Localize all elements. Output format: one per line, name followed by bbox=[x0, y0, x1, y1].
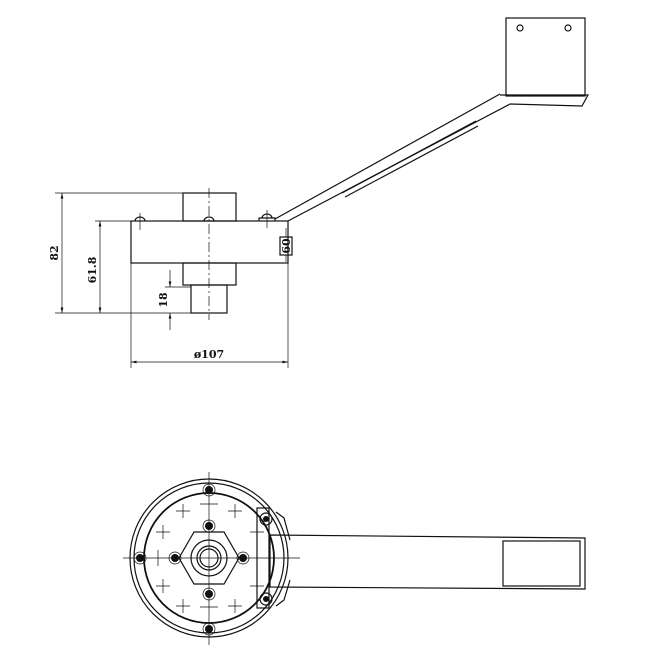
wall-bracket bbox=[505, 17, 586, 97]
dimension-61-8: 61.8 bbox=[86, 220, 131, 313]
svg-text:ø107: ø107 bbox=[194, 348, 224, 361]
screws bbox=[134, 210, 276, 230]
main-body bbox=[130, 220, 289, 264]
svg-text:61.8: 61.8 bbox=[86, 256, 99, 283]
clamp-tabs bbox=[256, 507, 291, 609]
dimension-82: 82 bbox=[48, 192, 191, 314]
side-view: 60 82 61.8 18 bbox=[48, 17, 590, 368]
lower-block bbox=[182, 262, 237, 286]
dimension-diameter-107: ø107 bbox=[130, 263, 289, 368]
svg-text:82: 82 bbox=[48, 245, 61, 260]
mounting-arm bbox=[274, 17, 590, 222]
side-label: 60 bbox=[280, 238, 293, 254]
svg-text:18: 18 bbox=[157, 292, 170, 308]
top-view bbox=[123, 472, 586, 645]
bolt-holes bbox=[133, 483, 250, 636]
arm-top-view bbox=[269, 534, 586, 590]
dimension-18: 18 bbox=[157, 270, 191, 330]
